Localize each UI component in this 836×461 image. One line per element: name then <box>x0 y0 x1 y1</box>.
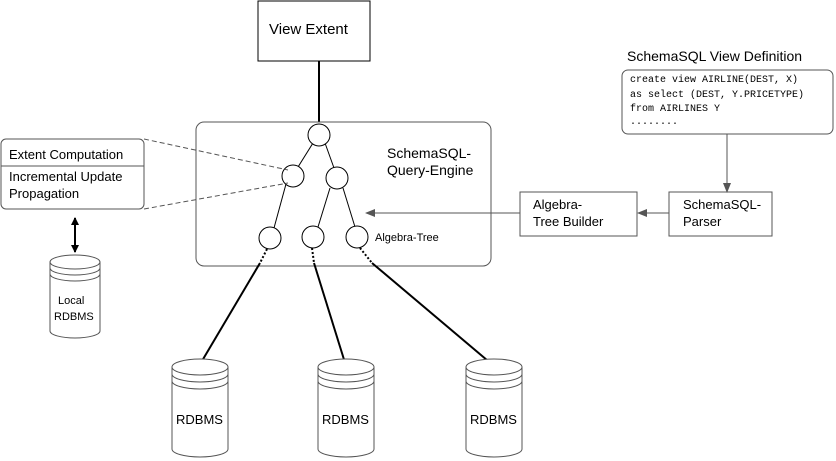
engine-label-line-1: SchemaSQL- <box>387 145 472 161</box>
local-db-label-line-2: RDBMS <box>54 311 94 323</box>
view-definition-code-line-4: ........ <box>630 117 679 128</box>
rdbms-cylinder-3 <box>465 358 523 458</box>
builder-label-line-1: Algebra- <box>533 197 583 212</box>
rdbms-cylinder-1 <box>171 358 229 458</box>
view-definition-title: SchemaSQL View Definition <box>627 48 803 64</box>
tree-node-left <box>281 164 305 188</box>
extent-computation-label: Extent Computation <box>9 147 124 162</box>
extent-dashed-link-bottom <box>143 182 289 210</box>
extent-box <box>0 138 145 210</box>
view-extent-box <box>257 0 371 62</box>
tree-node-leaf-3 <box>345 225 369 249</box>
parser-label-line-2: Parser <box>683 214 722 229</box>
incremental-update-label-line-1: Incremental Update <box>9 169 123 184</box>
rdbms-label-1: RDBMS <box>176 412 223 427</box>
tree-node-leaf-1 <box>258 226 282 250</box>
tree-node-right <box>325 166 349 190</box>
rdbms-cylinder-2 <box>317 358 375 458</box>
extent-dashed-link-top <box>143 138 289 171</box>
rdbms-label-3: RDBMS <box>470 412 517 427</box>
query-engine-box <box>195 121 492 267</box>
rdbms-label-2: RDBMS <box>322 412 369 427</box>
view-extent-label: View Extent <box>269 21 348 38</box>
local-rdbms-cylinder <box>49 254 101 339</box>
incremental-update-label-line-2: Propagation <box>9 186 80 201</box>
algebra-tree-label: Algebra-Tree <box>375 232 439 244</box>
view-definition-code-line-1: create view AIRLINE(DEST, X) <box>630 75 799 86</box>
engine-label-line-2: Query-Engine <box>387 162 474 178</box>
tree-node-root <box>307 123 331 147</box>
parser-box <box>668 191 773 237</box>
algebra-tree-edges <box>273 142 356 229</box>
view-definition-code-line-3: from AIRLINES Y <box>630 104 721 115</box>
builder-box <box>519 191 638 237</box>
rdbms-connectors <box>198 247 495 367</box>
parser-label-line-1: SchemaSQL- <box>683 197 762 212</box>
view-definition-code-line-2: as select (DEST, Y.PRICETYPE) <box>630 90 805 101</box>
tree-node-leaf-2 <box>301 225 325 249</box>
builder-label-line-2: Tree Builder <box>533 214 604 229</box>
local-db-label-line-1: Local <box>58 295 85 307</box>
